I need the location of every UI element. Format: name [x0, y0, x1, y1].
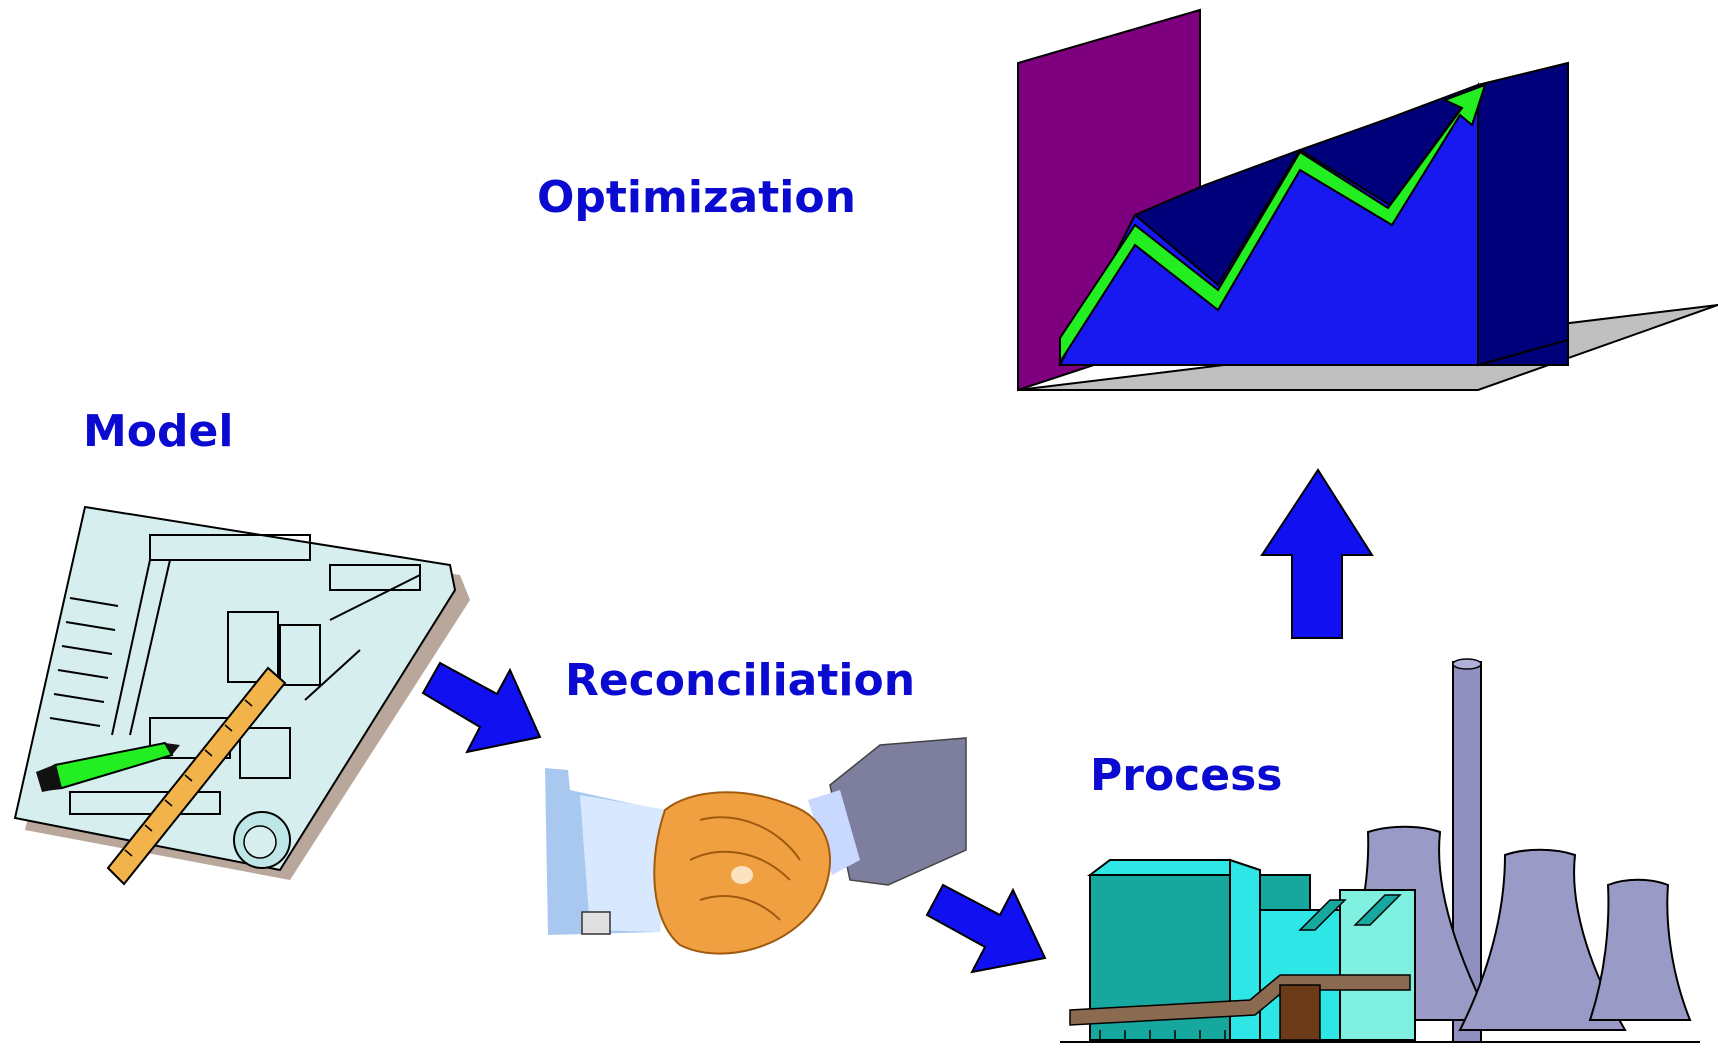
blueprint-icon [13, 505, 470, 886]
arrow-model-to-reconciliation [421, 661, 542, 754]
arrow-reconciliation-to-process [925, 883, 1047, 974]
process-label: Process [1090, 750, 1283, 801]
handshake-icon [545, 737, 967, 955]
optimization-label: Optimization [537, 172, 856, 223]
power-plant-icon [1060, 658, 1700, 1043]
rising-chart-icon [1017, 8, 1718, 392]
arrow-process-to-optimization [1260, 468, 1374, 639]
reconciliation-label: Reconciliation [565, 655, 916, 706]
model-label: Model [83, 406, 234, 457]
